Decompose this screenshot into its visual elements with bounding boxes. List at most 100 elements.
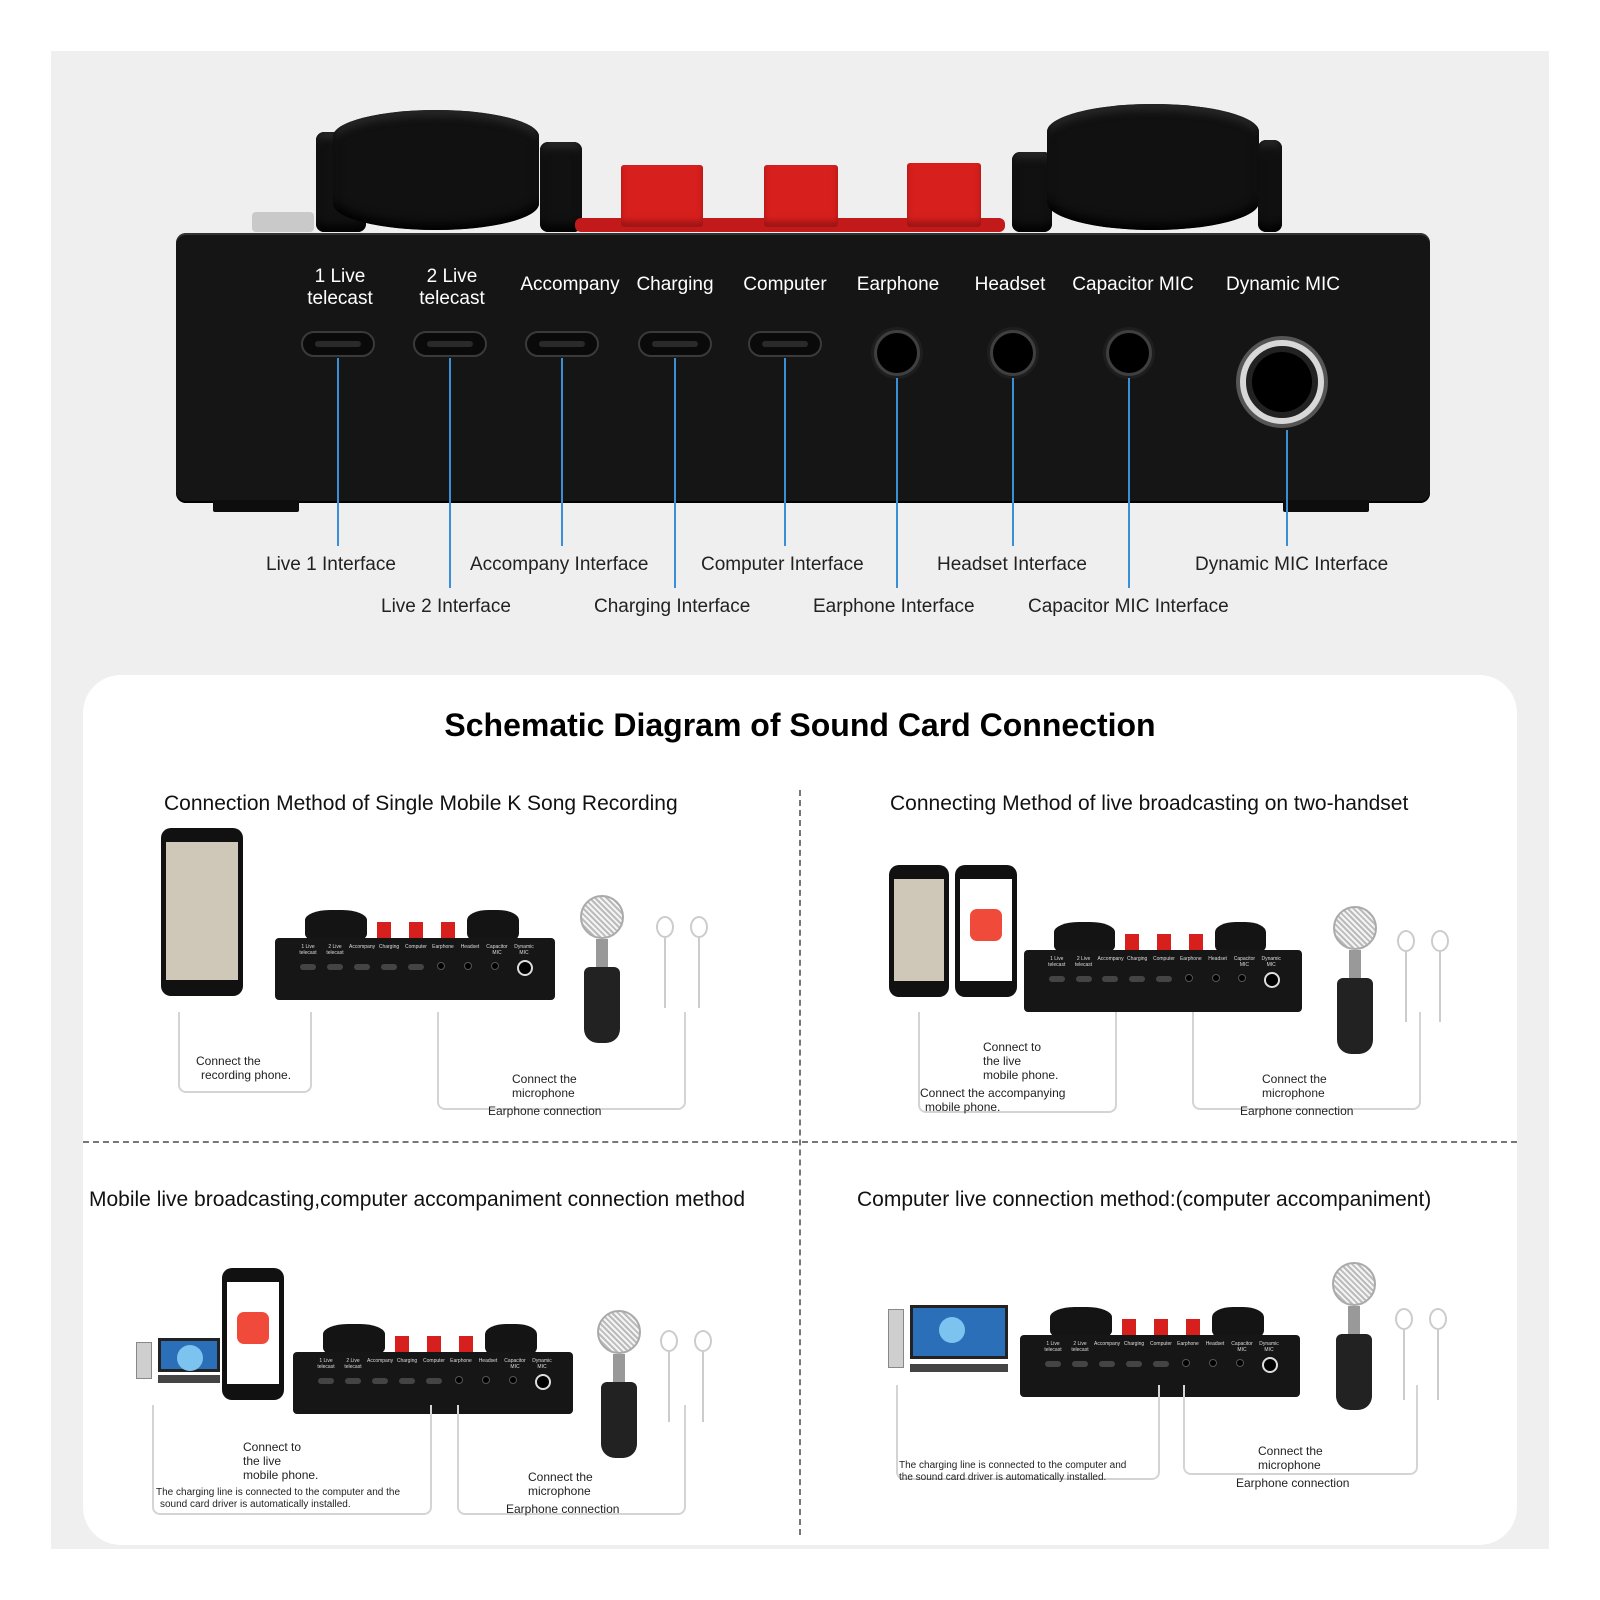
note-earphone-connection: Earphone connection xyxy=(1240,1104,1354,1118)
method-title-2: Connecting Method of live broadcasting o… xyxy=(890,792,1409,815)
note-connect-accompanying: Connect the accompanying xyxy=(920,1086,1066,1100)
mini-port-label: Headset xyxy=(1208,955,1227,962)
interface-label-capacitor-mic: Capacitor MIC Interface xyxy=(1028,596,1229,617)
mini-port-label: Computer xyxy=(1153,955,1175,962)
usb-port-accompany xyxy=(525,331,599,357)
callout-line-live2 xyxy=(449,358,451,588)
device-foot-right xyxy=(1283,500,1369,512)
mini-port-label: Dynamic MIC xyxy=(1259,1341,1279,1353)
mini-port-label: Computer xyxy=(1150,1341,1172,1347)
mini-port-label: 1 Live telecast xyxy=(317,1358,335,1370)
mini-red-button xyxy=(441,922,455,938)
right-knob-back xyxy=(1258,140,1282,232)
interface-label-computer: Computer Interface xyxy=(701,554,864,575)
mini-red-button xyxy=(409,922,423,938)
right-small-knob xyxy=(1012,152,1052,232)
note-recording-phone: recording phone. xyxy=(201,1068,292,1082)
cable-line xyxy=(152,1405,432,1515)
mini-red-button xyxy=(377,922,391,938)
jack-earphone xyxy=(874,330,920,376)
earphone-cable xyxy=(702,1352,704,1422)
note-microphone: microphone xyxy=(1262,1086,1325,1100)
screw-icon xyxy=(252,212,314,232)
mini-port-label: Computer xyxy=(405,944,427,950)
microphone-head-icon xyxy=(1333,906,1377,950)
right-knob xyxy=(1047,104,1259,230)
cable-line xyxy=(1183,1385,1418,1475)
red-button-2 xyxy=(764,165,838,227)
note-driver-installed: sound card driver is automatically insta… xyxy=(160,1499,351,1510)
note-earphone-connection: Earphone connection xyxy=(506,1502,620,1516)
note-microphone: microphone xyxy=(512,1086,575,1100)
mini-usb-port xyxy=(1072,1361,1088,1367)
cable-line xyxy=(1192,1012,1421,1110)
mini-big-jack xyxy=(535,1374,551,1390)
divider-horizontal xyxy=(83,1141,1517,1143)
mini-jack xyxy=(464,962,472,970)
earphone-left-icon xyxy=(1395,1308,1413,1330)
microphone-neck xyxy=(1348,1306,1360,1336)
earphone-cable xyxy=(1439,952,1441,1022)
mini-usb-port xyxy=(327,964,343,970)
interface-label-live1: Live 1 Interface xyxy=(266,554,396,575)
note-connect-to: Connect to xyxy=(983,1040,1042,1054)
mini-usb-port xyxy=(381,964,397,970)
note-connect-to: Connect to xyxy=(243,1440,302,1454)
mini-port-label: Capacitor MIC xyxy=(1231,1341,1253,1353)
note-connect-mic: Connect the xyxy=(1262,1072,1327,1086)
device-foot-left xyxy=(213,500,299,512)
port-label-capacitor-mic: Capacitor MIC xyxy=(1072,274,1194,295)
earphone-cable xyxy=(1437,1330,1439,1400)
mini-jack xyxy=(509,1376,517,1384)
earphone-left-icon xyxy=(1397,930,1415,952)
mini-port-label: 1 Live telecast xyxy=(299,944,317,956)
earphone-cable xyxy=(1403,1330,1405,1400)
note-connect-recording: Connect the xyxy=(196,1054,261,1068)
mini-port-label: Capacitor MIC xyxy=(1233,955,1256,968)
note-accompanying-phone: mobile phone. xyxy=(925,1100,1001,1114)
mini-port-label: Dynamic MIC xyxy=(1261,955,1281,968)
microphone-neck xyxy=(1349,950,1361,980)
interface-label-live2: Live 2 Interface xyxy=(381,596,511,617)
callout-line-headset xyxy=(1012,378,1014,546)
k-app-logo-icon xyxy=(939,1316,966,1343)
mini-port-label: Headset xyxy=(460,944,480,950)
mini-port-label: 2 Live telecast xyxy=(1071,1341,1089,1353)
mini-port-label: Accompany xyxy=(367,1358,394,1364)
mini-jack xyxy=(1236,1359,1244,1367)
cable-line xyxy=(918,1012,1117,1113)
mini-port-label: Charging xyxy=(378,944,400,950)
mini-usb-port xyxy=(1045,1361,1061,1367)
usb-port-live2 xyxy=(413,331,487,357)
note-the-live: the live xyxy=(983,1054,1022,1068)
mini-port-label: Accompany xyxy=(1097,955,1124,962)
port-label-dynamic-mic: Dynamic MIC xyxy=(1225,274,1340,295)
cable-line xyxy=(178,1012,312,1093)
callout-line-dynamic-mic xyxy=(1286,430,1288,546)
mini-jack xyxy=(437,962,445,970)
mini-usb-port xyxy=(300,964,316,970)
note-driver-installed: the sound card driver is automatically i… xyxy=(899,1472,1107,1483)
phone-screen xyxy=(166,842,238,980)
mini-jack xyxy=(1182,1359,1190,1367)
mini-port-label: Earphone xyxy=(1179,955,1202,962)
mini-port-label: Accompany xyxy=(349,944,376,950)
mini-port-label: Earphone xyxy=(1177,1341,1199,1347)
note-microphone: microphone xyxy=(1258,1458,1321,1472)
k-app-logo-icon xyxy=(176,1345,203,1372)
note-earphone-connection: Earphone connection xyxy=(1236,1476,1350,1490)
mini-jack xyxy=(455,1376,463,1384)
jack-capacitor-mic xyxy=(1106,330,1152,376)
usb-port-computer xyxy=(748,331,822,357)
live-app-icon xyxy=(237,1312,269,1344)
microphone-neck xyxy=(613,1354,625,1384)
mini-usb-port xyxy=(1048,975,1065,982)
note-connect-mic: Connect the xyxy=(528,1470,593,1484)
callout-line-live1 xyxy=(337,358,339,546)
callout-line-capacitor-mic xyxy=(1128,378,1130,588)
microphone-body-icon xyxy=(1337,978,1373,1054)
left-knob xyxy=(333,110,539,230)
mini-usb-port xyxy=(399,1378,415,1384)
mini-port-label: Headset xyxy=(1205,1341,1225,1347)
